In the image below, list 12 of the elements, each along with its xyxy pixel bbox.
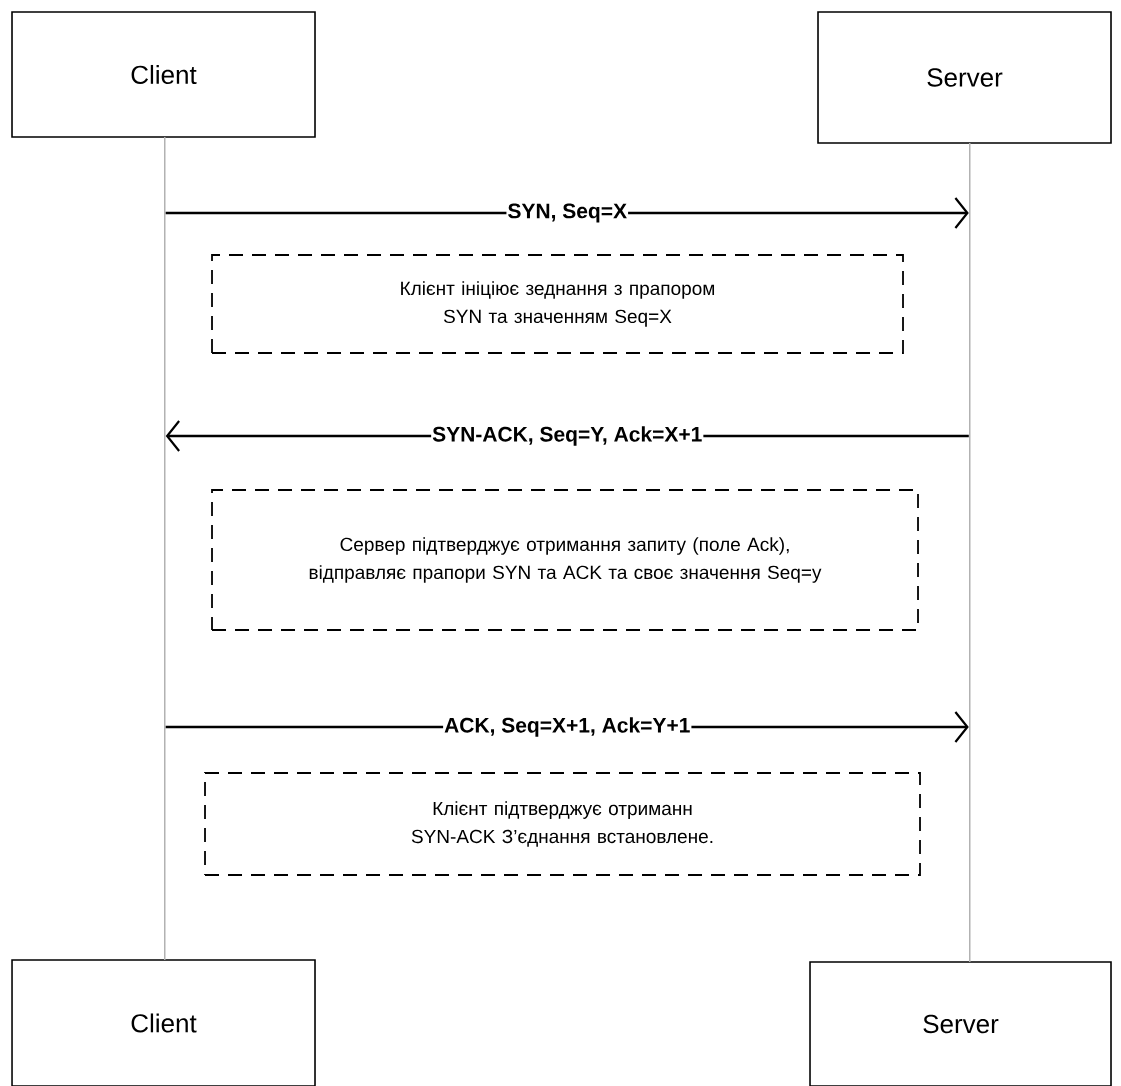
participant-box: Server: [809, 961, 1112, 1086]
edge-label: SYN-ACK, Seq=Y, Ack=X+1: [431, 425, 704, 447]
lifeline: [164, 137, 166, 960]
edge-label: SYN, Seq=X: [506, 202, 629, 224]
participant-box: Client: [11, 959, 316, 1086]
note-box: Клієнт ініціює зеднання з прапором SYN та значенням Seq=X: [211, 254, 904, 354]
note-box: Клієнт підтверджує отриманн SYN-ACK З’єднання встановлене.: [204, 772, 921, 876]
note-box: Сервер підтверджує отримання запиту (поле Ack), відправляє прапори SYN та ACK та своє значення Seq=y: [211, 489, 919, 631]
edge-label: ACK, Seq=X+1, Ack=Y+1: [443, 716, 692, 738]
participant-box: Client: [11, 11, 316, 138]
lifeline: [969, 143, 971, 962]
participant-box: Server: [817, 11, 1112, 144]
